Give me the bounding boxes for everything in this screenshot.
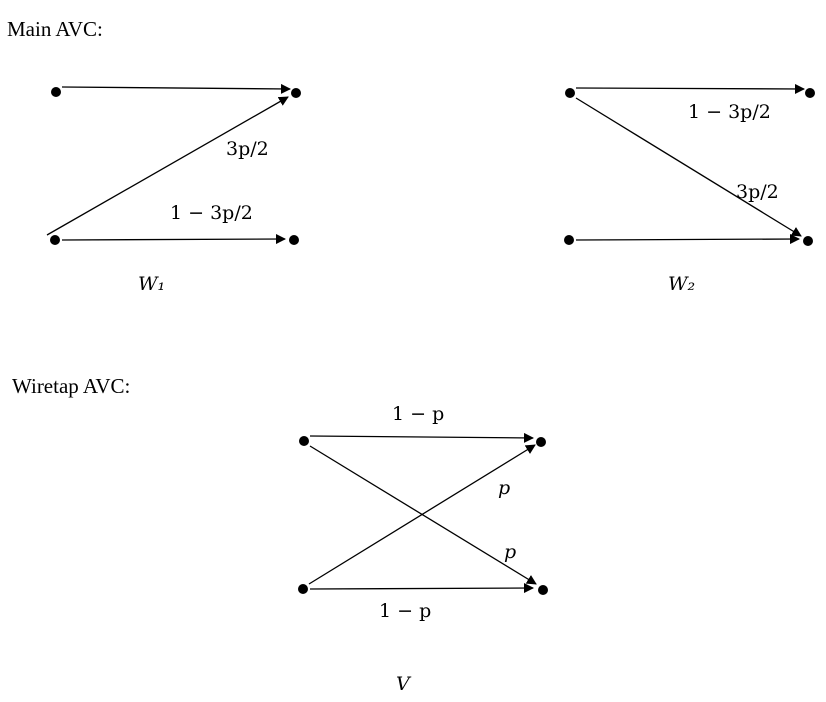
main-avc-heading: Main AVC: (7, 17, 103, 41)
v-label-top: 1 − p (392, 403, 444, 425)
w2-edge-top-bottom (575, 97, 802, 237)
w2-input-node-top (565, 88, 575, 98)
w1-edge-bottom-top (46, 96, 289, 236)
w2-edge-bottom-bottom (575, 234, 800, 245)
w1-output-node-top (291, 88, 301, 98)
w2-label-3p2: 3p/2 (736, 181, 779, 203)
channel-v: 1 − p p p 1 − p V (298, 403, 548, 695)
v-edge-bottom-bottom (309, 583, 534, 594)
w1-label-3p2: 3p/2 (226, 138, 269, 160)
w1-label-1-3p2: 1 − 3p/2 (170, 202, 253, 224)
w2-output-node-top (805, 88, 815, 98)
w1-name: W₁ (138, 273, 165, 295)
v-edge-top-top (309, 432, 534, 443)
w1-edge-bottom-bottom (61, 234, 286, 245)
v-label-p-upper: p (498, 477, 510, 499)
w1-input-node-bottom (50, 235, 60, 245)
wiretap-avc-heading: Wiretap AVC: (12, 374, 131, 398)
v-input-node-bottom (298, 584, 308, 594)
v-edge-top-bottom (309, 445, 537, 585)
w1-input-node-top (51, 87, 61, 97)
w2-edge-top-top (575, 83, 805, 94)
w2-name: W₂ (668, 273, 695, 295)
v-output-node-top (536, 437, 546, 447)
channel-w1: 3p/2 1 − 3p/2 W₁ (46, 83, 301, 295)
w2-input-node-bottom (564, 235, 574, 245)
w1-edge-top-top (61, 83, 291, 94)
v-label-p-lower: p (504, 541, 516, 563)
w2-output-node-bottom (803, 236, 813, 246)
w1-output-node-bottom (289, 235, 299, 245)
w2-label-1-3p2: 1 − 3p/2 (688, 101, 771, 123)
v-input-node-top (299, 436, 309, 446)
v-output-node-bottom (538, 585, 548, 595)
v-edge-bottom-top (308, 444, 536, 585)
v-name: V (396, 673, 412, 695)
v-label-bottom: 1 − p (379, 600, 431, 622)
channel-w2: 1 − 3p/2 3p/2 W₂ (564, 83, 815, 295)
